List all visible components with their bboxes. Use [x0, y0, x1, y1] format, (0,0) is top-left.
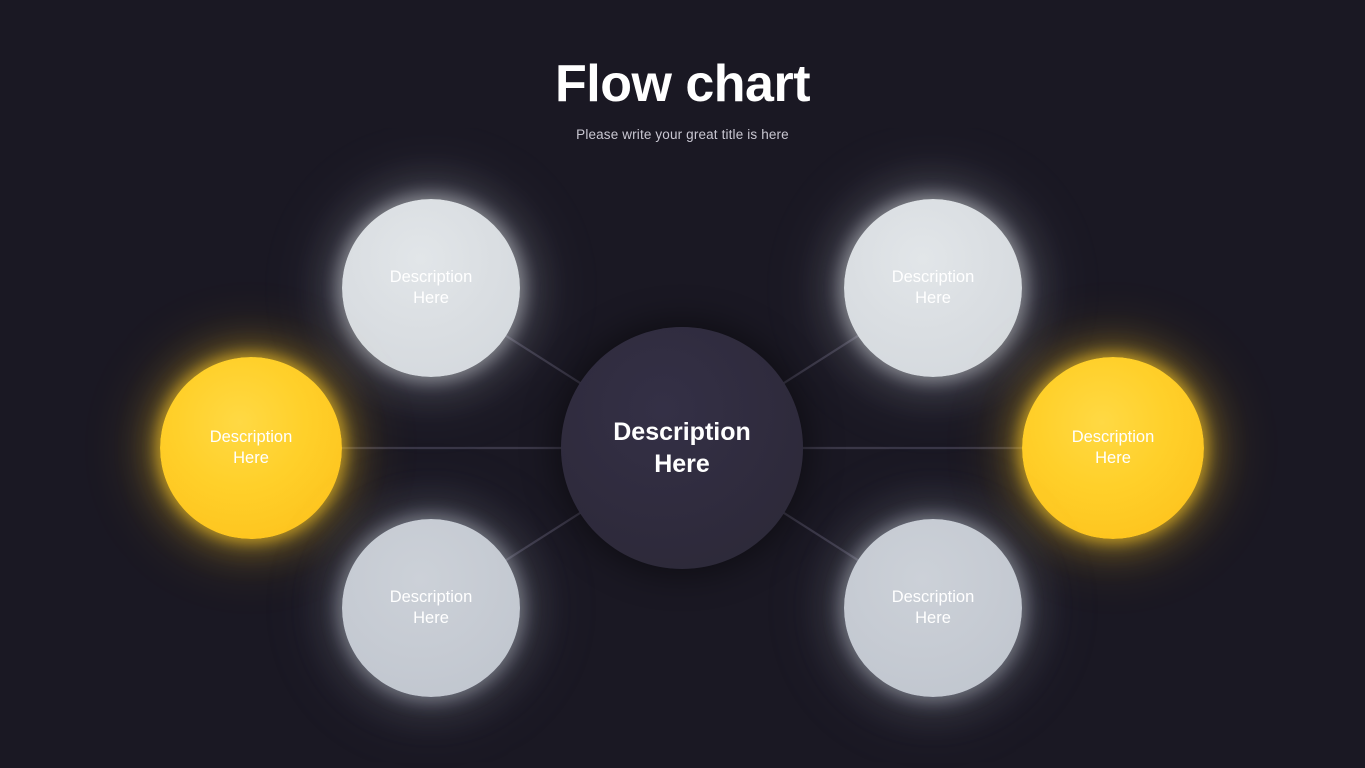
node-bottom-left[interactable]: Description Here: [342, 519, 520, 697]
page-title: Flow chart: [554, 55, 811, 113]
page-subtitle: Please write your great title is here: [576, 127, 789, 142]
node-center-label: Description Here: [613, 418, 751, 478]
node-top-right[interactable]: Description Here: [844, 199, 1022, 377]
node-right[interactable]: Description Here: [1022, 357, 1204, 539]
node-top-right-label: Description Here: [891, 267, 975, 307]
slide-header: Flow chart Please write your great title…: [0, 58, 1365, 142]
node-bottom-right[interactable]: Description Here: [844, 519, 1022, 697]
node-right-label: Description Here: [1071, 427, 1155, 467]
node-top-left[interactable]: Description Here: [342, 199, 520, 377]
node-bottom-left-label: Description Here: [389, 587, 473, 627]
node-left-label: Description Here: [209, 427, 293, 467]
node-left[interactable]: Description Here: [160, 357, 342, 539]
node-bottom-right-label: Description Here: [891, 587, 975, 627]
node-center[interactable]: Description Here: [561, 327, 803, 569]
node-top-left-label: Description Here: [389, 267, 473, 307]
